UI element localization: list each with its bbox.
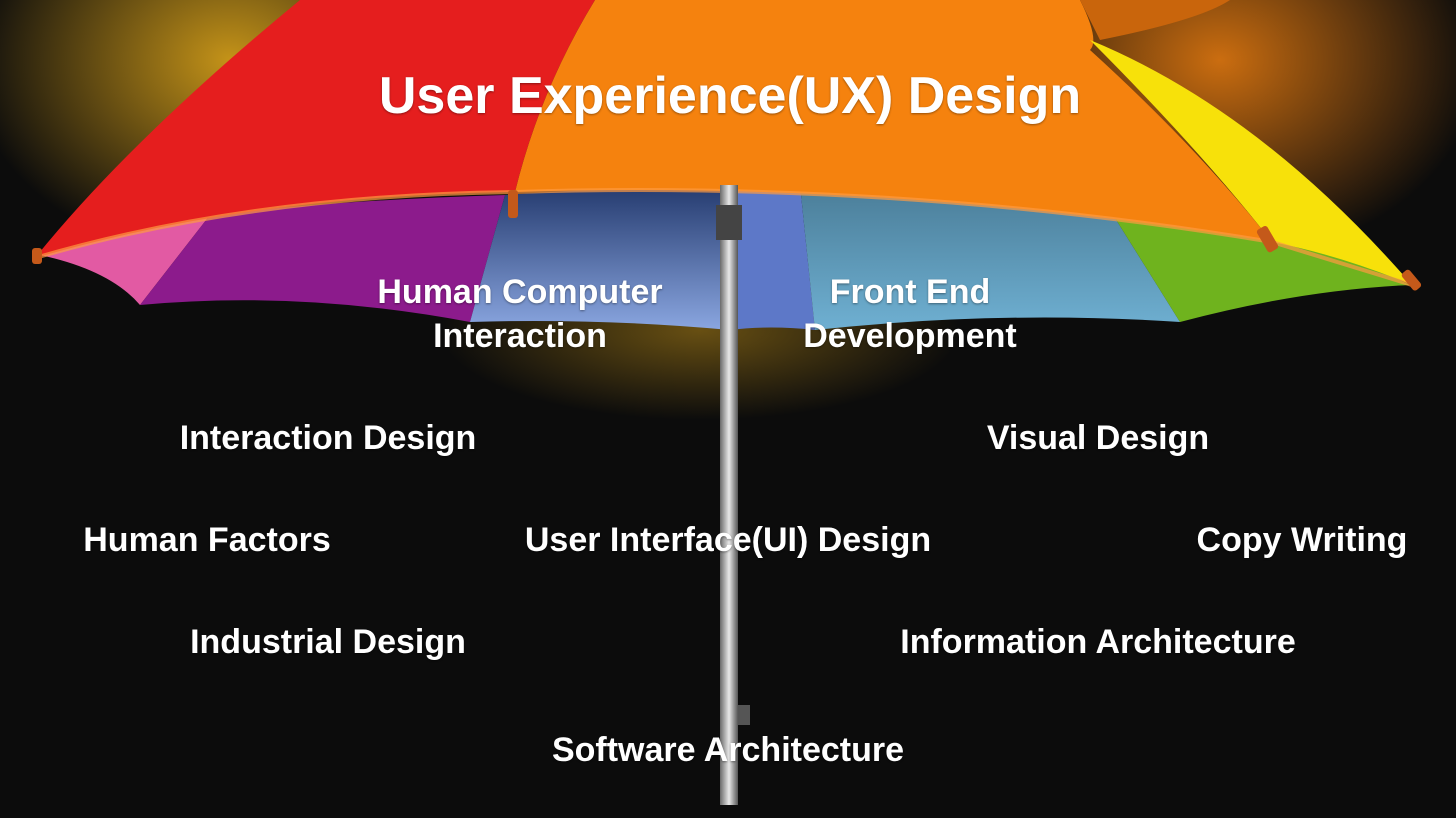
label-information-architecture: Information Architecture [900, 623, 1296, 661]
panel-light-blue [800, 185, 1180, 330]
label-human-computer-interaction: Human Computer Interaction [377, 270, 662, 358]
label-copy-writing: Copy Writing [1196, 521, 1408, 559]
label-front-end-development: Front End Development [803, 270, 1017, 358]
title: User Experience(UX) Design [378, 67, 1082, 125]
panel-blue [470, 185, 730, 330]
pole-runner [716, 205, 742, 240]
canopy-rim [34, 188, 1413, 287]
label-ui-design: User Interface(UI) Design [524, 521, 932, 559]
label-line: Development [803, 317, 1017, 355]
panel-blue-2 [730, 185, 815, 330]
umbrella-pole [720, 185, 738, 805]
label-software-architecture: Software Architecture [551, 731, 905, 769]
panel-pink [40, 215, 210, 305]
rib-tips [32, 190, 1422, 291]
panel-red [35, 0, 595, 258]
pole-button [738, 705, 750, 725]
label-line: Human Computer [377, 273, 663, 311]
label-line: Front End [829, 273, 991, 311]
panel-orange [515, 0, 1272, 242]
label-industrial-design: Industrial Design [190, 623, 466, 661]
panel-green [1110, 210, 1410, 322]
panel-orange-dark [1080, 0, 1230, 40]
label-line: Interaction [433, 317, 607, 355]
label-visual-design: Visual Design [986, 419, 1210, 457]
panel-purple [140, 195, 505, 322]
label-interaction-design: Interaction Design [179, 419, 477, 457]
label-human-factors: Human Factors [83, 521, 331, 559]
panel-yellow [1090, 40, 1412, 285]
